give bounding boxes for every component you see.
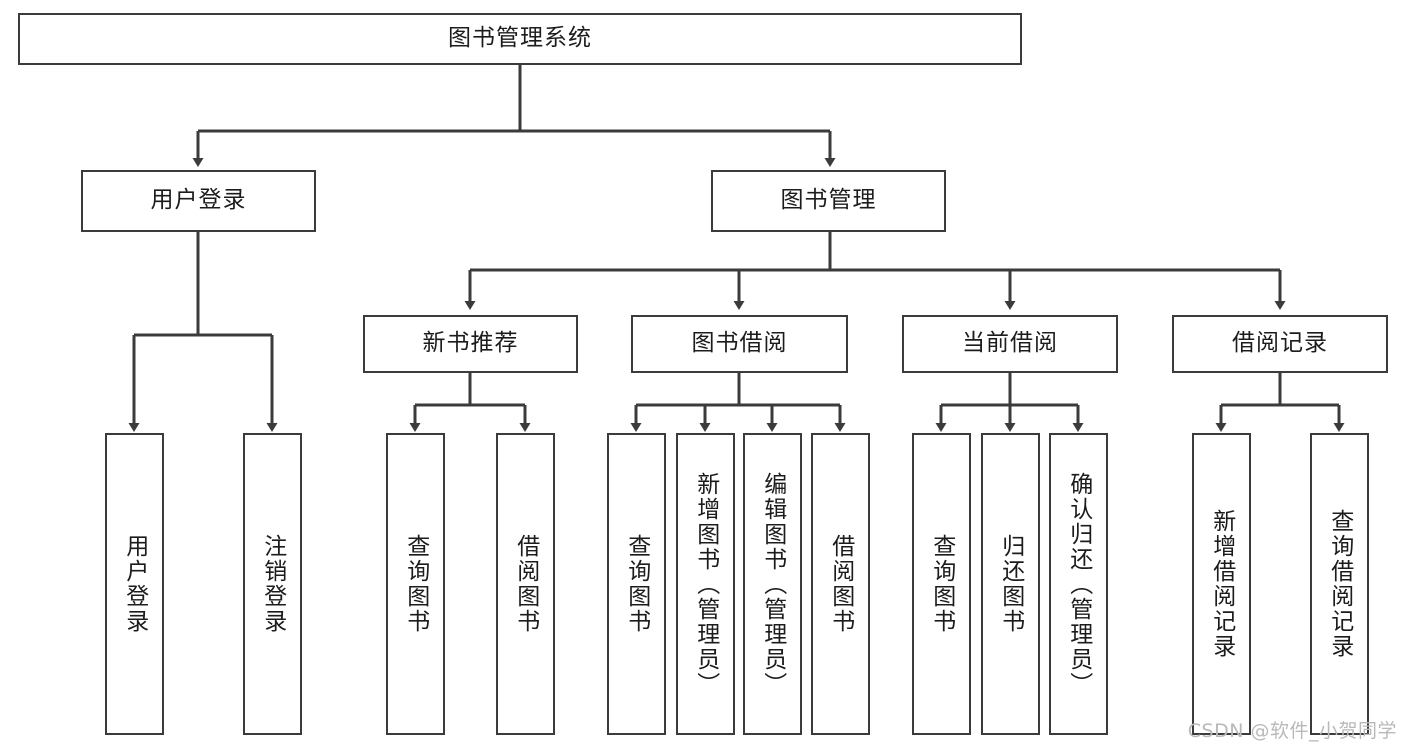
leaf-add-book-label: 新增图书（管理员）: [692, 471, 719, 697]
node-new-book-rec-label: 新书推荐: [422, 330, 519, 357]
leaf-query-record[interactable]: 查询借阅记录: [1310, 433, 1369, 735]
leaf-query-book-1-label: 查询图书: [402, 534, 429, 634]
leaf-add-record[interactable]: 新增借阅记录: [1192, 433, 1251, 735]
leaf-query-book-2-label: 查询图书: [623, 534, 650, 634]
leaf-logout-label: 注销登录: [259, 534, 286, 634]
node-book-borrow-label: 图书借阅: [691, 330, 788, 357]
node-borrow-record-label: 借阅记录: [1232, 330, 1328, 357]
node-root-label: 图书管理系统: [448, 25, 592, 52]
node-book-manage-label: 图书管理: [780, 187, 877, 214]
node-new-book-rec[interactable]: 新书推荐: [363, 315, 578, 373]
leaf-add-record-label: 新增借阅记录: [1208, 509, 1235, 659]
leaf-query-record-label: 查询借阅记录: [1326, 509, 1353, 659]
node-current-borrow-label: 当前借阅: [962, 330, 1058, 357]
leaf-confirm-return[interactable]: 确认归还（管理员）: [1049, 433, 1108, 735]
node-user-login-label: 用户登录: [150, 187, 247, 214]
leaf-query-book-1[interactable]: 查询图书: [386, 433, 445, 735]
leaf-borrow-book-1-label: 借阅图书: [512, 534, 539, 634]
leaf-query-book-3-label: 查询图书: [928, 534, 955, 634]
leaf-edit-book-label: 编辑图书（管理员）: [759, 471, 786, 697]
node-book-manage[interactable]: 图书管理: [711, 170, 946, 232]
leaf-borrow-book-2-label: 借阅图书: [827, 534, 854, 634]
node-current-borrow[interactable]: 当前借阅: [902, 315, 1118, 373]
leaf-return-book[interactable]: 归还图书: [981, 433, 1040, 735]
leaf-borrow-book-1[interactable]: 借阅图书: [496, 433, 555, 735]
leaf-borrow-book-2[interactable]: 借阅图书: [811, 433, 870, 735]
leaf-return-book-label: 归还图书: [997, 534, 1024, 634]
node-root[interactable]: 图书管理系统: [18, 13, 1022, 65]
node-book-borrow[interactable]: 图书借阅: [631, 315, 848, 373]
leaf-user-login[interactable]: 用户登录: [105, 433, 164, 735]
csdn-watermark: CSDN @软件_小贺同学: [1187, 720, 1397, 742]
node-user-login[interactable]: 用户登录: [81, 170, 316, 232]
leaf-user-login-label: 用户登录: [121, 534, 148, 634]
leaf-edit-book[interactable]: 编辑图书（管理员）: [743, 433, 802, 735]
leaf-logout[interactable]: 注销登录: [243, 433, 302, 735]
leaf-confirm-return-label: 确认归还（管理员）: [1065, 471, 1092, 697]
leaf-query-book-3[interactable]: 查询图书: [912, 433, 971, 735]
leaf-query-book-2[interactable]: 查询图书: [607, 433, 666, 735]
node-borrow-record[interactable]: 借阅记录: [1172, 315, 1388, 373]
leaf-add-book[interactable]: 新增图书（管理员）: [676, 433, 735, 735]
